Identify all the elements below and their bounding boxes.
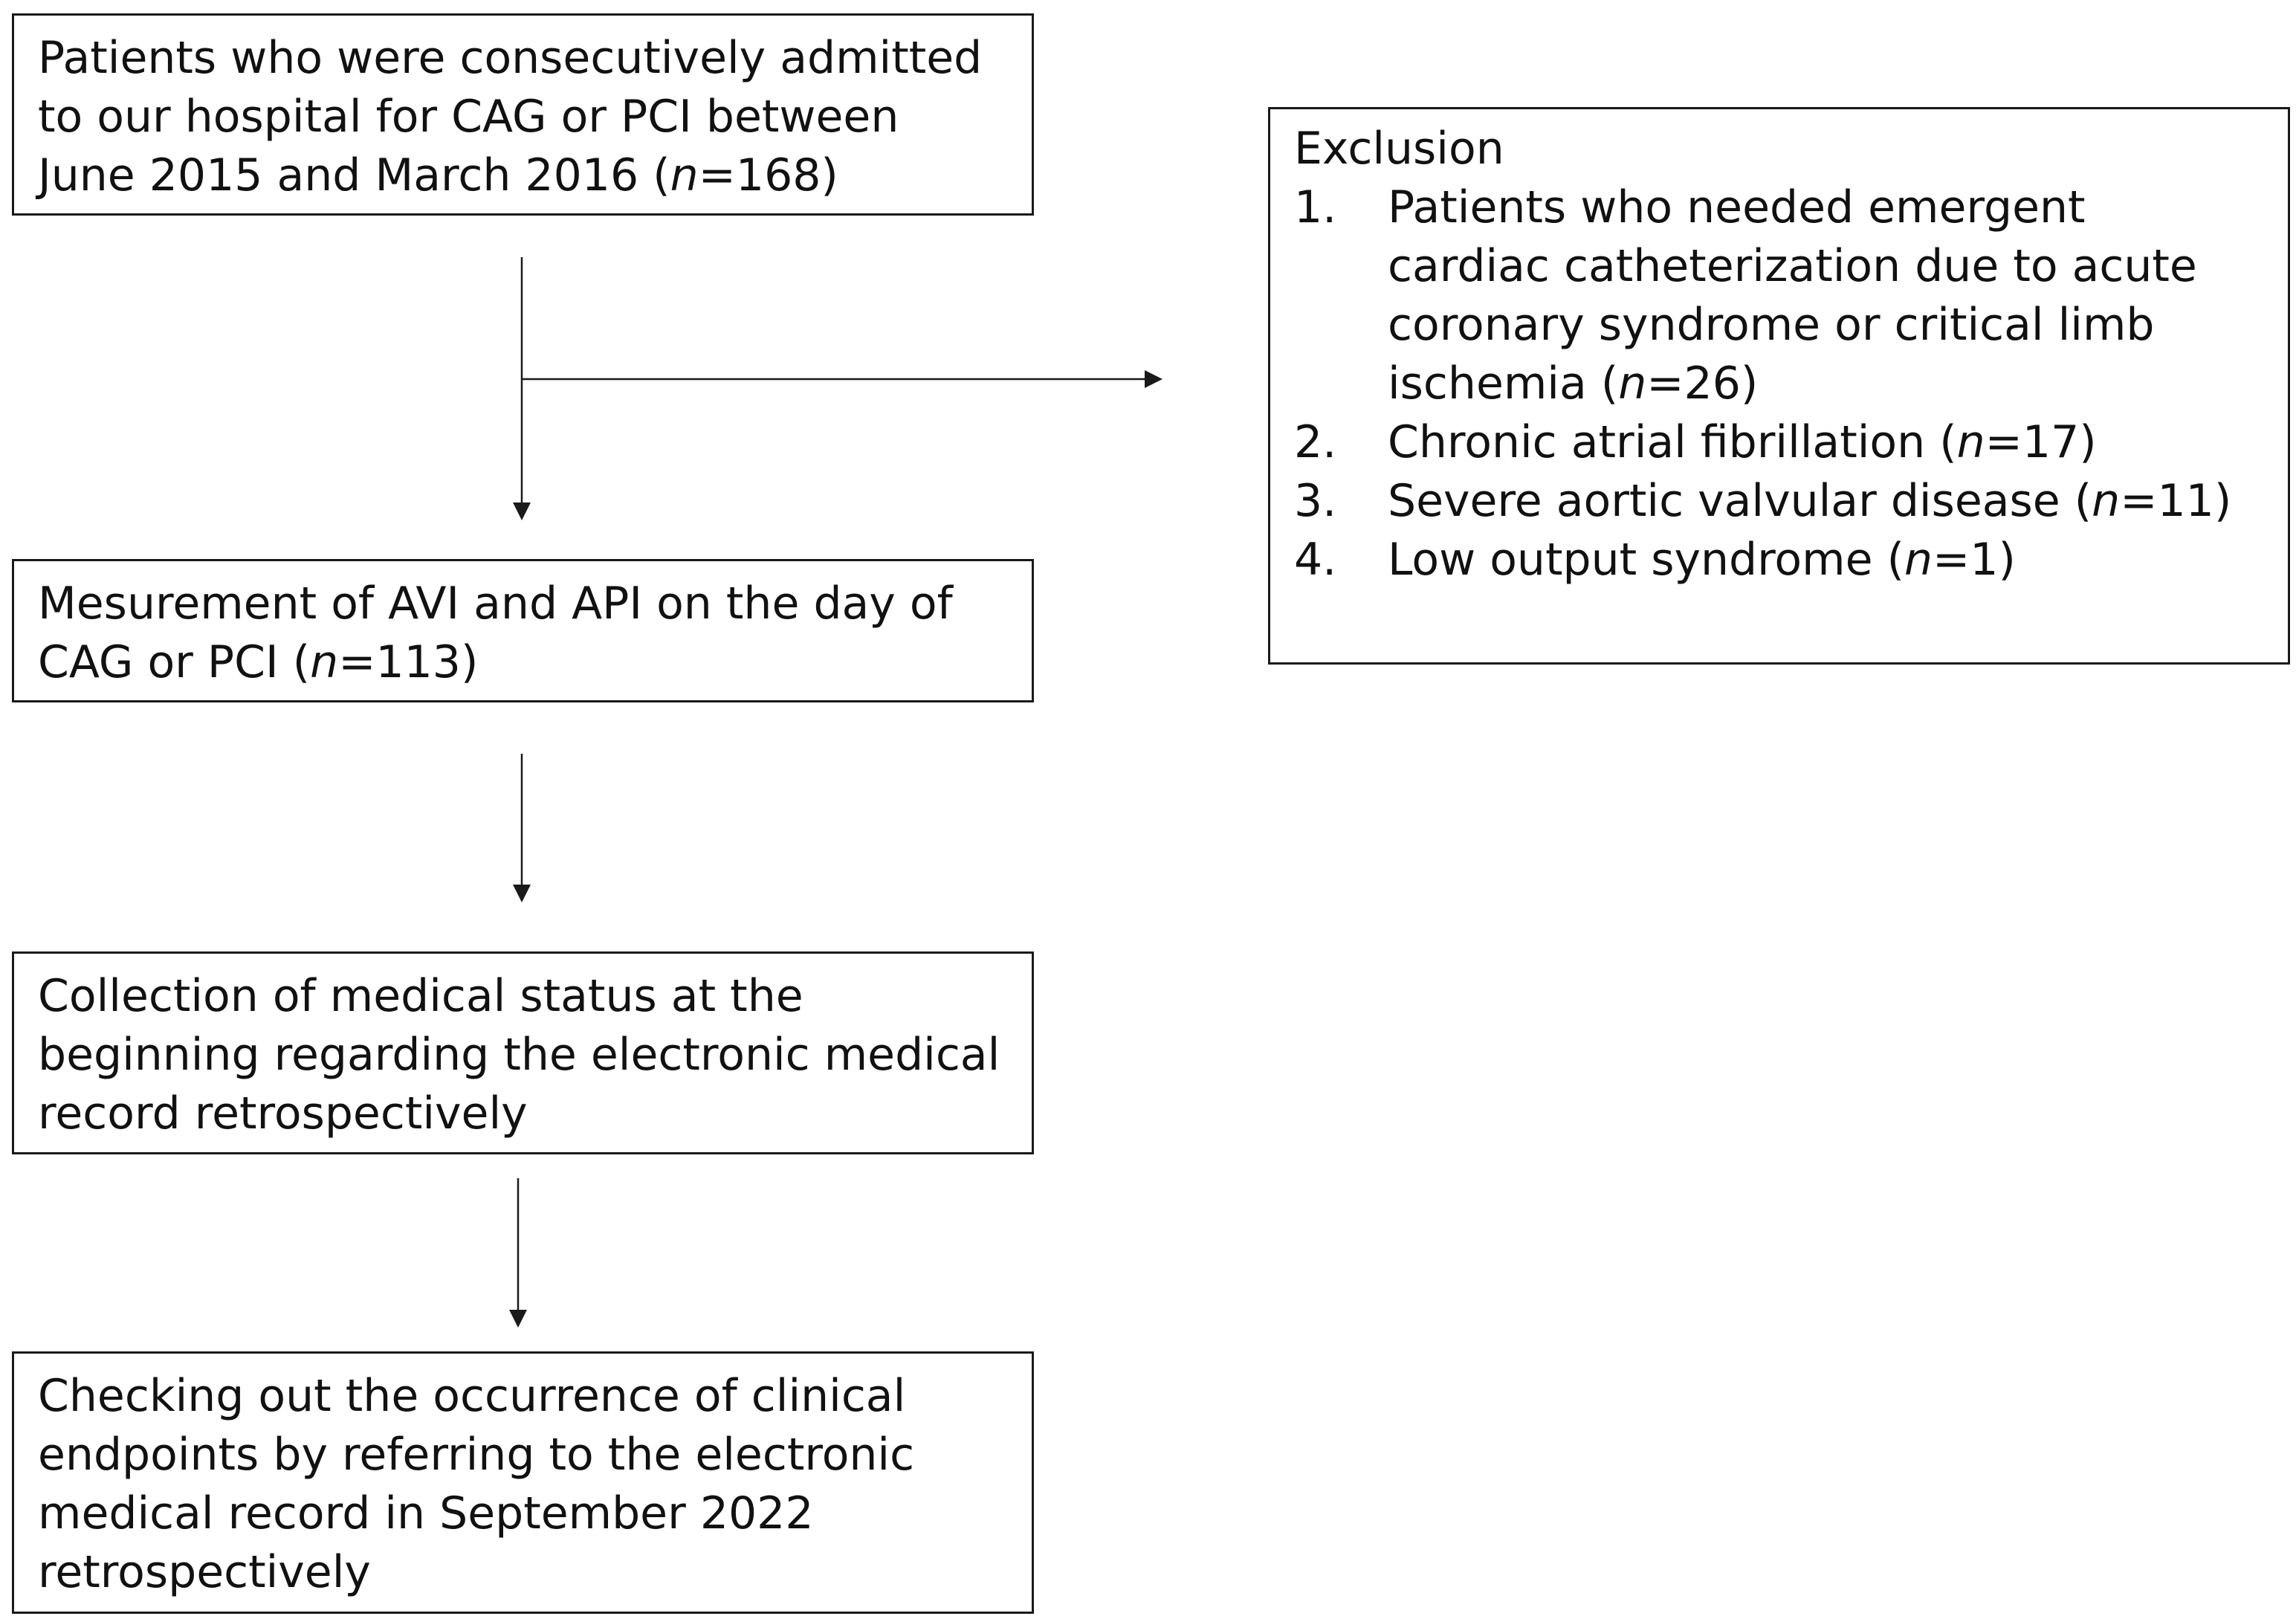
exclusion-item-1-count: =26)	[1646, 358, 1759, 410]
arrowhead-collection	[513, 885, 531, 902]
exclusion-item-number: 2.	[1294, 416, 1337, 468]
endpoint-line-4: retrospectively	[38, 1546, 371, 1598]
exclusion-item-1-line-4: ischemia (n=26)	[1388, 355, 2264, 413]
exclusion-item-3-count: =11)	[2120, 475, 2232, 527]
exclusion-item-1-line-2: cardiac catheterization due to acute	[1388, 240, 2197, 292]
exclusion-item-2-count: =17)	[1985, 416, 2097, 468]
exclusion-item-4-line: Low output syndrome (n=1)	[1388, 531, 2264, 589]
exclusion-item-2-text: Chronic atrial fibrillation (	[1388, 416, 1957, 468]
collection-line-3: record retrospectively	[38, 1088, 528, 1140]
exclusion-item-2: 2. Chronic atrial fibrillation (n=17)	[1294, 413, 2264, 472]
exclusion-item-1-line-3: coronary syndrome or critical limb	[1388, 299, 2155, 351]
arrowhead-measurement	[513, 502, 531, 520]
n-symbol: n	[310, 636, 339, 688]
exclusion-item-3-text: Severe aortic valvular disease (	[1388, 475, 2092, 527]
exclusion-item-3: 3. Severe aortic valvular disease (n=11)	[1294, 472, 2264, 531]
measurement-line-2-text: CAG or PCI (	[38, 636, 311, 688]
collection-box: Collection of medical status at the begi…	[12, 951, 1034, 1154]
exclusion-item-1: 1. Patients who needed emergent cardiac …	[1294, 178, 2264, 413]
exclusion-title: Exclusion	[1294, 123, 1504, 175]
enrollment-count: =168)	[698, 149, 838, 201]
exclusion-item-2-line: Chronic atrial fibrillation (n=17)	[1388, 413, 2264, 472]
exclusion-item-3-line: Severe aortic valvular disease (n=11)	[1388, 472, 2264, 531]
endpoint-line-2: endpoints by referring to the electronic	[38, 1429, 915, 1481]
n-symbol: n	[1904, 534, 1933, 586]
enrollment-line-1: Patients who were consecutively admitted	[38, 32, 983, 84]
enrollment-line-2: to our hospital for CAG or PCI between	[38, 91, 899, 143]
n-symbol: n	[670, 149, 699, 201]
measurement-line-2: CAG or PCI (n=113)	[38, 633, 1008, 692]
measurement-line-1: Mesurement of AVI and API on the day of	[38, 578, 953, 630]
endpoint-line-3: medical record in September 2022	[38, 1487, 814, 1539]
exclusion-item-number: 4.	[1294, 534, 1337, 586]
arrowhead-checking	[509, 1310, 527, 1328]
n-symbol: n	[1956, 416, 1985, 468]
exclusion-item-4-text: Low output syndrome (	[1388, 534, 1904, 586]
exclusion-item-number: 3.	[1294, 475, 1337, 527]
enrollment-line-3-text: June 2015 and March 2016 (	[38, 149, 670, 201]
endpoint-line-1: Checking out the occurrence of clinical	[38, 1370, 906, 1422]
measurement-box: Mesurement of AVI and API on the day of …	[12, 559, 1034, 702]
n-symbol: n	[1618, 358, 1647, 410]
n-symbol: n	[2092, 475, 2121, 527]
collection-line-2: beginning regarding the electronic medic…	[38, 1029, 1000, 1081]
arrowhead-exclusion	[1145, 370, 1162, 388]
endpoint-check-box: Checking out the occurrence of clinical …	[12, 1351, 1034, 1614]
enrollment-line-3: June 2015 and March 2016 (n=168)	[38, 146, 1008, 205]
measurement-count: =113)	[338, 636, 479, 688]
exclusion-item-1-line-4-text: ischemia (	[1388, 358, 1619, 410]
exclusion-item-4-count: =1)	[1933, 534, 2016, 586]
exclusion-box: Exclusion 1. Patients who needed emergen…	[1268, 107, 2290, 665]
exclusion-item-4: 4. Low output syndrome (n=1)	[1294, 531, 2264, 589]
exclusion-item-1-line-1: Patients who needed emergent	[1388, 181, 2086, 233]
collection-line-1: Collection of medical status at the	[38, 970, 803, 1022]
enrollment-box: Patients who were consecutively admitted…	[12, 13, 1034, 216]
exclusion-item-number: 1.	[1294, 181, 1337, 233]
